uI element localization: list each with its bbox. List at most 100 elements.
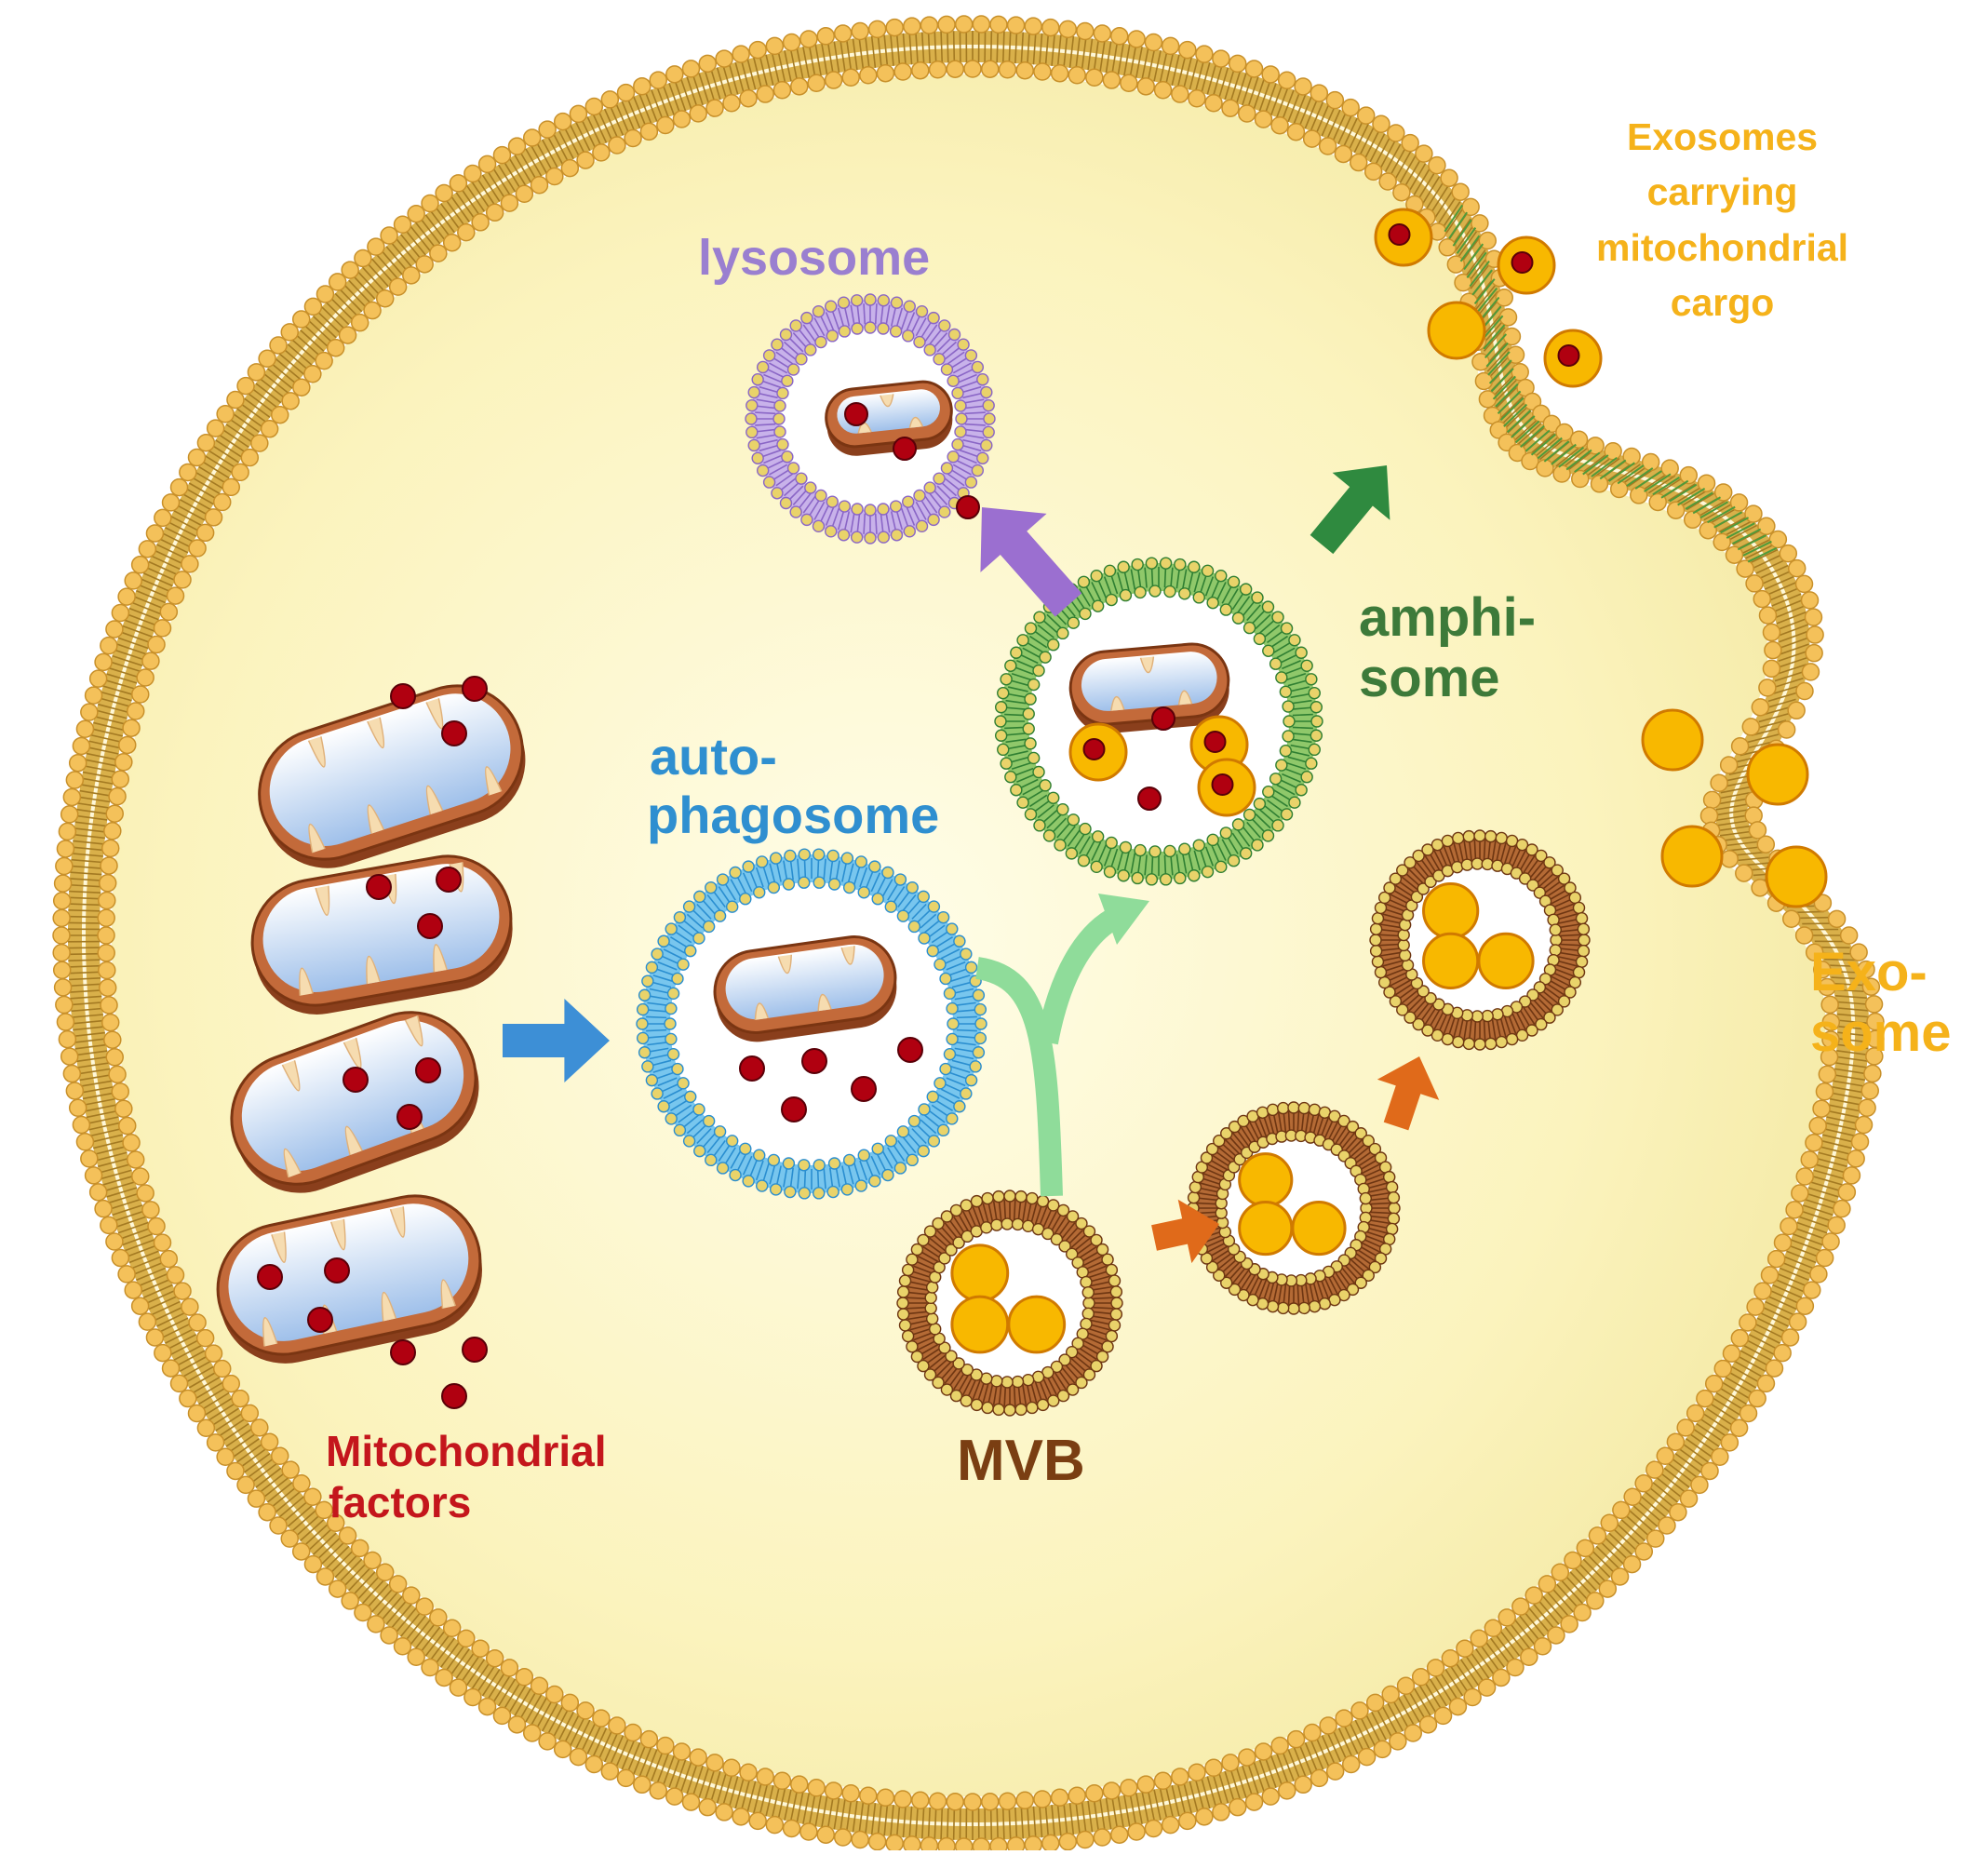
membrane-head: [1769, 531, 1786, 548]
mitochondrial-factor: [1512, 252, 1533, 273]
vesicle-head: [1310, 702, 1322, 713]
vesicle-head: [841, 853, 853, 864]
membrane-head: [1479, 1679, 1496, 1696]
vesicle-head: [665, 1033, 677, 1044]
membrane-head: [1763, 624, 1780, 640]
vesicle-head: [904, 301, 915, 312]
membrane-head: [618, 85, 635, 101]
membrane-head: [1740, 1405, 1757, 1422]
vesicle-head: [1370, 934, 1381, 946]
membrane-head: [1783, 910, 1800, 927]
membrane-head: [982, 60, 999, 77]
membrane-head: [1721, 1434, 1738, 1451]
membrane-head: [1179, 1812, 1196, 1829]
mitochondrial-factor: [442, 1384, 466, 1408]
vesicle-head: [891, 530, 902, 541]
vesicle-head: [801, 514, 813, 525]
membrane-head: [817, 28, 834, 45]
vesicle-head: [865, 322, 876, 333]
membrane-head: [390, 278, 407, 295]
membrane-head: [673, 1743, 690, 1760]
membrane-head: [63, 1066, 80, 1082]
membrane-head: [1155, 82, 1172, 99]
membrane-head: [1162, 1817, 1179, 1834]
vesicle-head: [1161, 558, 1172, 569]
membrane-head: [1646, 1461, 1663, 1478]
membrane-head: [251, 435, 268, 451]
membrane-head: [270, 1517, 287, 1534]
membrane-head: [81, 1150, 98, 1167]
vesicle-head: [1398, 930, 1409, 941]
vesicle-head: [947, 923, 958, 934]
vesicle-head: [774, 426, 786, 437]
vesicle-head: [1038, 1399, 1049, 1410]
membrane-head: [132, 1168, 149, 1185]
mitochondrial-factor: [343, 1068, 368, 1092]
vesicle-head: [788, 364, 799, 375]
membrane-head: [1571, 431, 1588, 448]
membrane-head: [464, 165, 481, 181]
label-lysosome-text: lysosome: [698, 230, 930, 286]
vesicle-head: [638, 1032, 649, 1043]
membrane-head: [282, 1461, 299, 1478]
membrane-head: [1379, 173, 1396, 190]
membrane-head: [316, 353, 332, 370]
vesicle-head: [672, 1064, 683, 1075]
vesicle-head: [952, 387, 963, 398]
membrane-head: [1077, 22, 1094, 39]
membrane-head: [570, 105, 586, 122]
membrane-head: [171, 479, 188, 496]
membrane-head: [539, 121, 556, 138]
vesicle-head: [949, 329, 960, 340]
vesicle-head: [1387, 1223, 1398, 1234]
membrane-head: [487, 204, 504, 221]
vesicle-tail: [818, 858, 819, 879]
vesicle-head: [844, 1154, 855, 1165]
vesicle-head: [1548, 914, 1559, 925]
vesicle-head: [1298, 1103, 1310, 1114]
membrane-head: [101, 1217, 117, 1233]
vesicle-head: [1283, 701, 1294, 712]
vesicle-head: [694, 891, 705, 902]
membrane-head: [416, 256, 433, 273]
membrane-head: [217, 406, 234, 423]
membrane-head: [1310, 1769, 1327, 1786]
vesicle-head: [970, 1061, 981, 1072]
membrane-head: [973, 16, 989, 33]
membrane-head: [104, 823, 121, 840]
membrane-head: [1229, 55, 1246, 72]
membrane-head: [208, 420, 224, 437]
vesicle-head: [827, 850, 839, 861]
membrane-head: [1796, 1297, 1813, 1314]
membrane-head: [732, 1808, 749, 1825]
mitochondrial-factor: [325, 1258, 349, 1283]
membrane-head: [601, 91, 618, 108]
label-amphisome-line2: some: [1359, 649, 1536, 709]
membrane-head: [1817, 1249, 1834, 1266]
membrane-head: [1774, 1345, 1791, 1362]
membrane-head: [1304, 130, 1321, 147]
membrane-tail: [68, 910, 100, 911]
vesicle-head: [1306, 758, 1317, 769]
vesicle-head: [1268, 1301, 1279, 1312]
vesicle-head: [958, 339, 969, 350]
vesicle-head: [1057, 804, 1068, 815]
vesicle-head: [772, 339, 783, 350]
membrane-head: [982, 1794, 999, 1810]
membrane-head: [826, 1782, 842, 1799]
vesicle-head: [1272, 612, 1283, 623]
membrane-head: [1740, 1314, 1756, 1331]
membrane-head: [1145, 34, 1162, 51]
membrane-head: [422, 1660, 438, 1676]
membrane-head: [1111, 28, 1128, 45]
vesicle-head: [1252, 840, 1263, 851]
vesicle-head: [1262, 830, 1273, 841]
membrane-head: [1721, 851, 1738, 867]
membrane-head: [1732, 738, 1749, 755]
mitochondrial-factor: [782, 1097, 806, 1122]
membrane-head: [1711, 774, 1727, 791]
vesicle-head: [743, 861, 754, 872]
membrane-head: [163, 494, 180, 511]
membrane-head: [1577, 1539, 1593, 1556]
vesicle-head: [934, 473, 945, 484]
